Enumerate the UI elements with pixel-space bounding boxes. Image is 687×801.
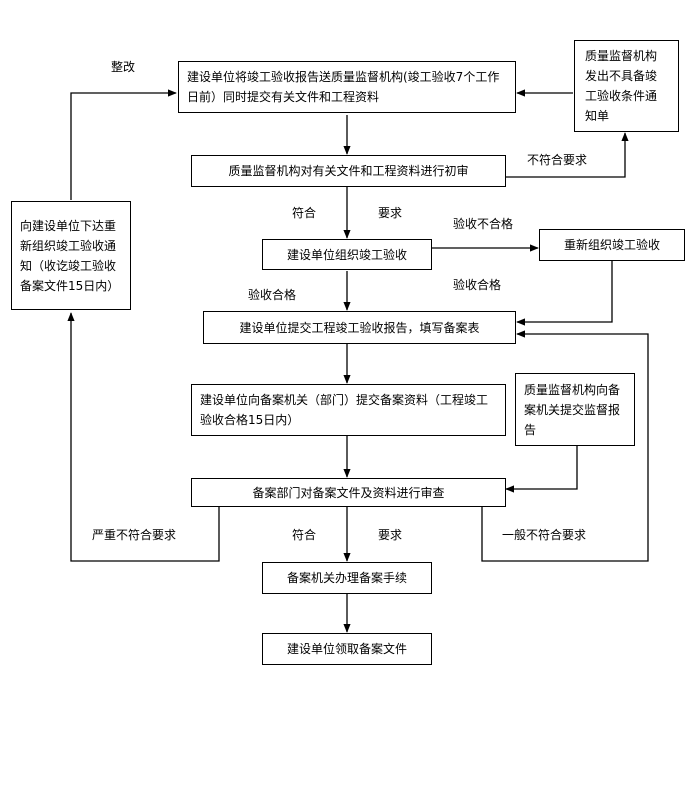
- initial-review-box: 质量监督机构对有关文件和工程资料进行初审: [191, 155, 506, 187]
- submit-report-text: 建设单位将竣工验收报告送质量监督机构(竣工验收7个工作日前）同时提交有关文件和工…: [187, 70, 500, 104]
- reorganize-acceptance-box: 重新组织竣工验收: [539, 229, 685, 261]
- label-general-not-meet: 一般不符合要求: [502, 528, 587, 542]
- review-filing-box: 备案部门对备案文件及资料进行审查: [191, 478, 506, 507]
- submit-filing-materials-box: 建设单位向备案机关（部门）提交备案资料（工程竣工验收合格15日内）: [191, 384, 506, 436]
- label-meet-1: 符合: [292, 206, 317, 220]
- supervision-report-text: 质量监督机构向备案机关提交监督报告: [524, 382, 621, 437]
- submit-acceptance-report-text: 建设单位提交工程竣工验收报告，填写备案表: [239, 320, 480, 335]
- notice-not-ready-text: 质量监督机构发出不具备竣工验收条件通知单: [585, 49, 658, 123]
- label-require-1: 要求: [378, 206, 403, 220]
- submit-acceptance-report-box: 建设单位提交工程竣工验收报告，填写备案表: [203, 311, 516, 344]
- reorganize-notice-box: 向建设单位下达重新组织竣工验收通知（收讫竣工验收备案文件15日内）: [11, 201, 131, 310]
- label-not-meet: 不符合要求: [527, 153, 588, 167]
- supervision-report-box: 质量监督机构向备案机关提交监督报告: [515, 373, 635, 446]
- label-accept-pass-left: 验收合格: [248, 288, 297, 302]
- handle-filing-text: 备案机关办理备案手续: [286, 571, 407, 585]
- handle-filing-box: 备案机关办理备案手续: [262, 562, 432, 594]
- organize-acceptance-text: 建设单位组织竣工验收: [286, 247, 407, 262]
- label-require-2: 要求: [378, 528, 403, 542]
- label-accept-pass-right: 验收合格: [453, 278, 502, 292]
- reorganize-acceptance-text: 重新组织竣工验收: [563, 238, 660, 252]
- initial-review-text: 质量监督机构对有关文件和工程资料进行初审: [228, 164, 469, 178]
- receive-filing-box: 建设单位领取备案文件: [262, 633, 432, 665]
- notice-not-ready-box: 质量监督机构发出不具备竣工验收条件通知单: [574, 40, 679, 132]
- review-filing-text: 备案部门对备案文件及资料进行审查: [252, 485, 445, 500]
- label-accept-fail: 验收不合格: [453, 217, 514, 231]
- receive-filing-text: 建设单位领取备案文件: [286, 642, 407, 656]
- submit-report-box: 建设单位将竣工验收报告送质量监督机构(竣工验收7个工作日前）同时提交有关文件和工…: [178, 61, 516, 113]
- reorganize-notice-text: 向建设单位下达重新组织竣工验收通知（收讫竣工验收备案文件15日内）: [20, 218, 120, 293]
- label-meet-2: 符合: [292, 528, 317, 542]
- organize-acceptance-box: 建设单位组织竣工验收: [262, 239, 432, 270]
- label-rectify: 整改: [111, 60, 136, 74]
- label-serious-not-meet: 严重不符合要求: [92, 528, 177, 542]
- submit-filing-materials-text: 建设单位向备案机关（部门）提交备案资料（工程竣工验收合格15日内）: [200, 393, 489, 427]
